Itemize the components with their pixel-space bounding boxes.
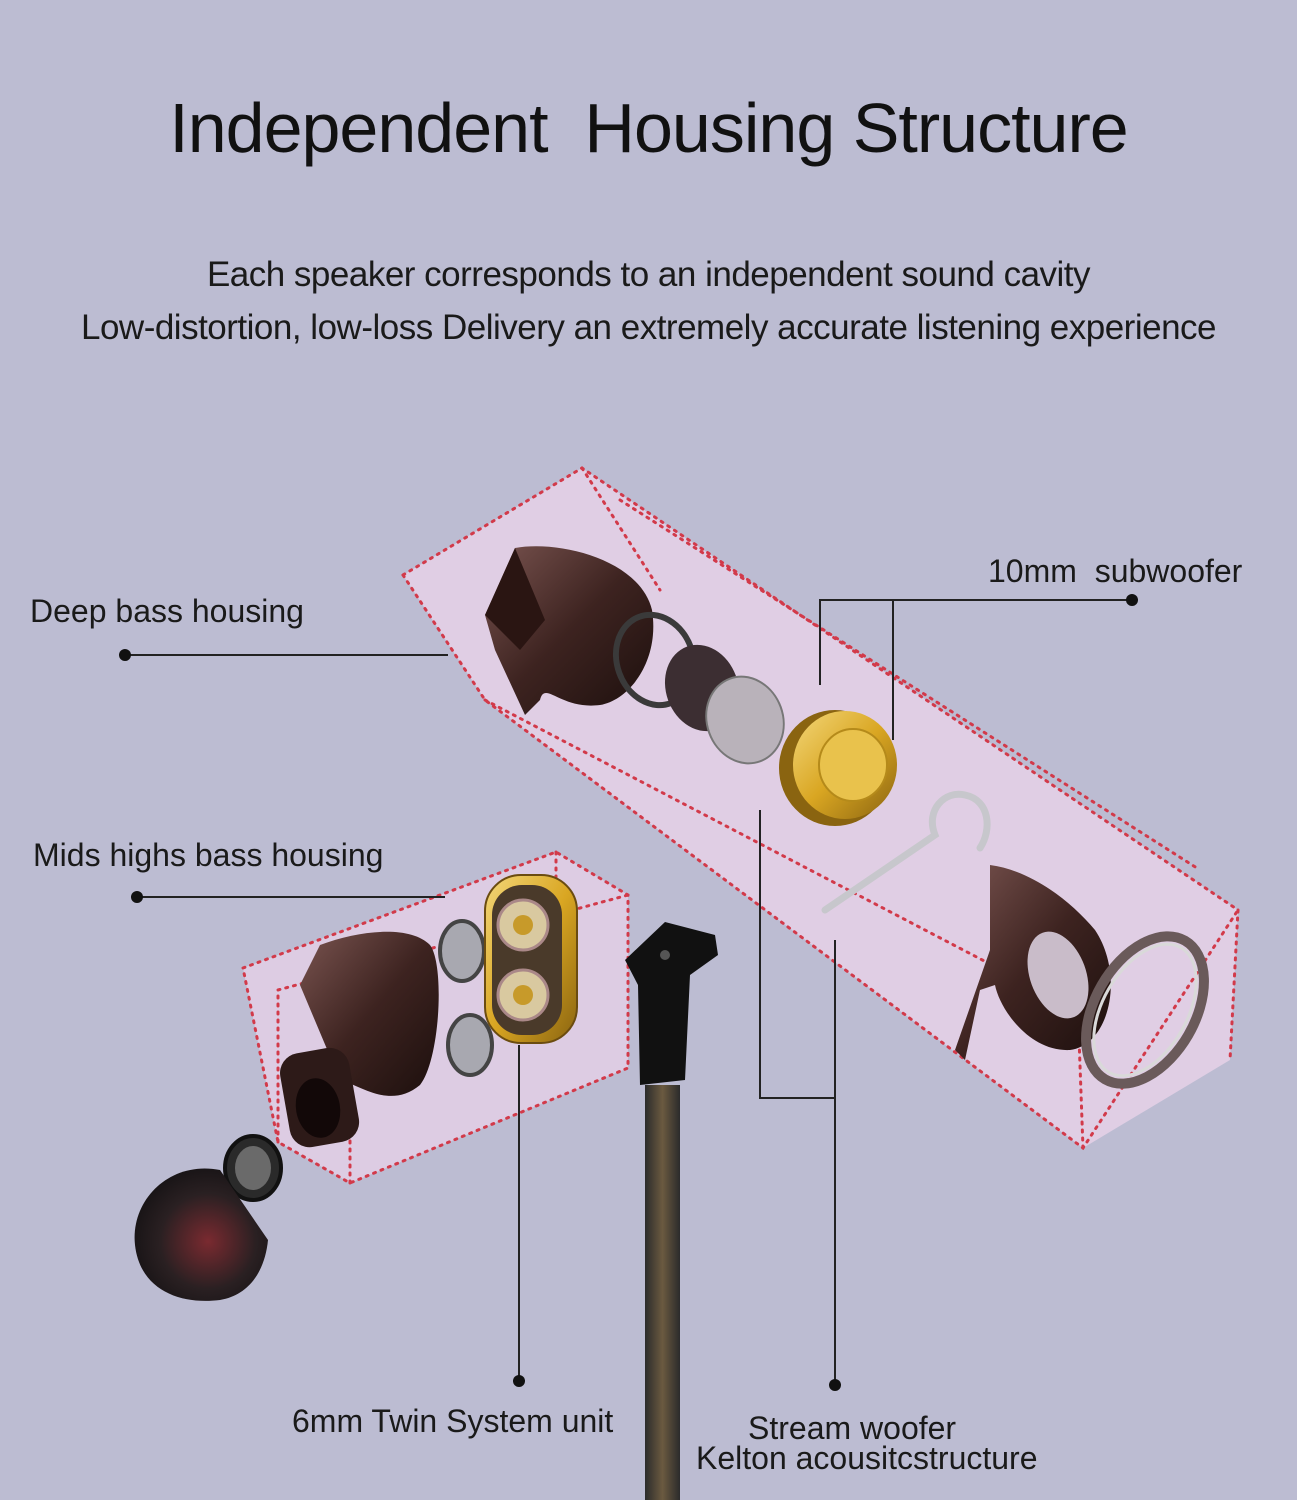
cable-connector <box>625 922 718 1085</box>
label-10mm-subwoofer: 10mm subwoofer <box>988 553 1243 589</box>
ear-tip <box>134 1168 268 1301</box>
subtitle-line-1: Each speaker corresponds to an independe… <box>206 255 1091 294</box>
label-deep-bass-housing: Deep bass housing <box>30 593 304 629</box>
small-disc-bottom <box>446 1013 494 1077</box>
bass-shell <box>485 546 654 715</box>
page-title: Independent Housing Structure <box>169 89 1128 167</box>
rear-ring <box>1081 931 1209 1089</box>
twin-driver-unit <box>484 874 578 1044</box>
subwoofer-driver <box>779 710 897 826</box>
label-stream-woofer: Stream woofer <box>748 1410 957 1446</box>
callout-lines <box>125 599 1132 1385</box>
cable <box>645 1085 680 1500</box>
rear-shell <box>955 865 1111 1060</box>
callout-dots <box>119 594 1138 1391</box>
subtitle-line-2: Low-distortion, low-loss Delivery an ext… <box>80 308 1217 347</box>
label-mids-highs-housing: Mids highs bass housing <box>33 837 384 873</box>
label-6mm-twin-unit: 6mm Twin System unit <box>292 1403 614 1439</box>
diaphragm-disc <box>705 675 785 765</box>
spring-wire <box>821 790 991 914</box>
label-kelton-structure: Kelton acousitcstructure <box>696 1440 1038 1476</box>
small-disc-top <box>438 919 486 983</box>
mids-shell <box>280 931 439 1148</box>
